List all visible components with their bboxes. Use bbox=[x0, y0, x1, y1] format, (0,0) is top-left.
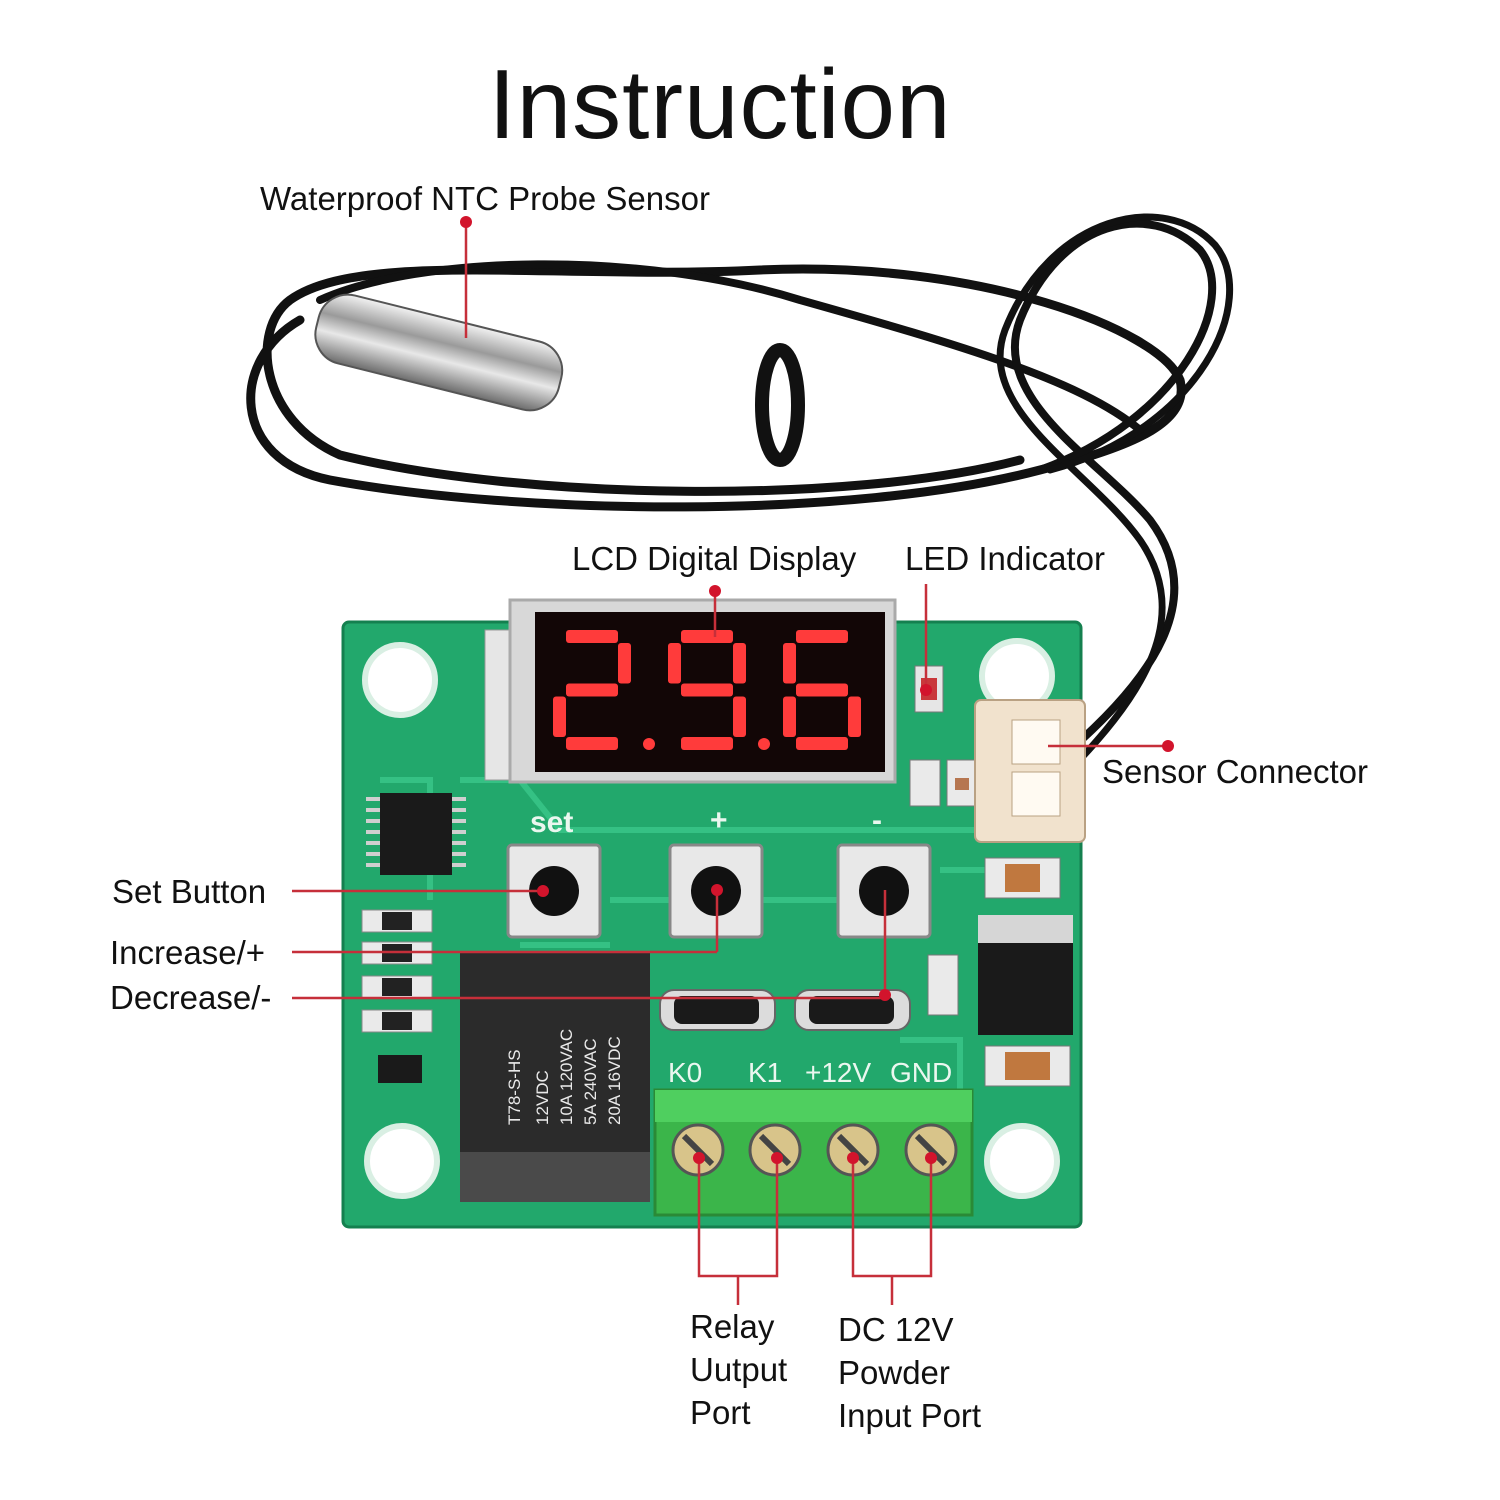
callout-lines bbox=[292, 222, 1168, 1305]
power-line-2: Powder bbox=[838, 1354, 950, 1391]
display-segment bbox=[566, 683, 618, 697]
display-segment bbox=[796, 630, 848, 643]
label-probe-sensor: Waterproof NTC Probe Sensor bbox=[260, 180, 710, 217]
relay-line-1: Relay bbox=[690, 1308, 775, 1345]
power-line-1: DC 12V bbox=[838, 1311, 954, 1348]
seven-segment-display-icon bbox=[553, 630, 861, 750]
display-segment bbox=[618, 643, 631, 684]
display-segment bbox=[668, 643, 681, 684]
silk-gnd: GND bbox=[890, 1057, 952, 1088]
label-increase: Increase/+ bbox=[110, 934, 266, 971]
label-decrease: Decrease/- bbox=[110, 979, 272, 1016]
relay-line-3: Port bbox=[690, 1394, 751, 1431]
silk-minus: - bbox=[872, 804, 882, 837]
relay-text-2: 12VDC bbox=[533, 1070, 552, 1125]
power-line-3: Input Port bbox=[838, 1397, 982, 1434]
label-power-input: DC 12V Powder Input Port bbox=[838, 1308, 981, 1437]
display-segment bbox=[733, 643, 746, 684]
display-segment bbox=[783, 696, 796, 737]
display-segment bbox=[681, 683, 733, 697]
label-lcd-display: LCD Digital Display bbox=[572, 540, 857, 577]
display-segment bbox=[566, 737, 618, 750]
relay-line-2: Uutput bbox=[690, 1351, 788, 1388]
relay-text-3: 10A 120VAC bbox=[557, 1029, 576, 1125]
right-components bbox=[909, 665, 1073, 1087]
connector-icon bbox=[974, 699, 1086, 843]
label-relay-output: Relay Uutput Port bbox=[690, 1305, 787, 1434]
relay-text-5: 20A 16VDC bbox=[605, 1036, 624, 1125]
label-led-indicator: LED Indicator bbox=[905, 540, 1105, 577]
relay-icon bbox=[460, 952, 650, 1202]
display-segment bbox=[566, 630, 618, 643]
probe-tip bbox=[314, 293, 564, 412]
display-segment bbox=[681, 630, 733, 643]
display-decimal-point bbox=[758, 738, 770, 750]
silk-plus: + bbox=[710, 804, 728, 837]
display-segment bbox=[848, 696, 861, 737]
display-segment bbox=[553, 696, 566, 737]
page-title: Instruction bbox=[488, 49, 952, 159]
diodes bbox=[659, 989, 911, 1031]
silk-k1: K1 bbox=[748, 1057, 782, 1088]
probe-cable-icon bbox=[246, 213, 1234, 784]
terminal-block-icon bbox=[653, 1088, 974, 1217]
display-segment bbox=[681, 737, 733, 750]
display-segment bbox=[796, 737, 848, 750]
silk-k0: K0 bbox=[668, 1057, 702, 1088]
display-segment bbox=[783, 643, 796, 684]
label-sensor-connector: Sensor Connector bbox=[1102, 753, 1368, 790]
label-set-button: Set Button bbox=[112, 873, 267, 910]
silk-set: set bbox=[530, 806, 573, 839]
relay-text-4: 5A 240VAC bbox=[581, 1038, 600, 1125]
display-segment bbox=[733, 696, 746, 737]
display-decimal-point bbox=[643, 738, 655, 750]
relay-text-1: T78-S-HS bbox=[505, 1049, 524, 1125]
callout-dots bbox=[460, 216, 1174, 1164]
display-segment bbox=[796, 683, 848, 697]
silk-12v: +12V bbox=[805, 1057, 871, 1088]
